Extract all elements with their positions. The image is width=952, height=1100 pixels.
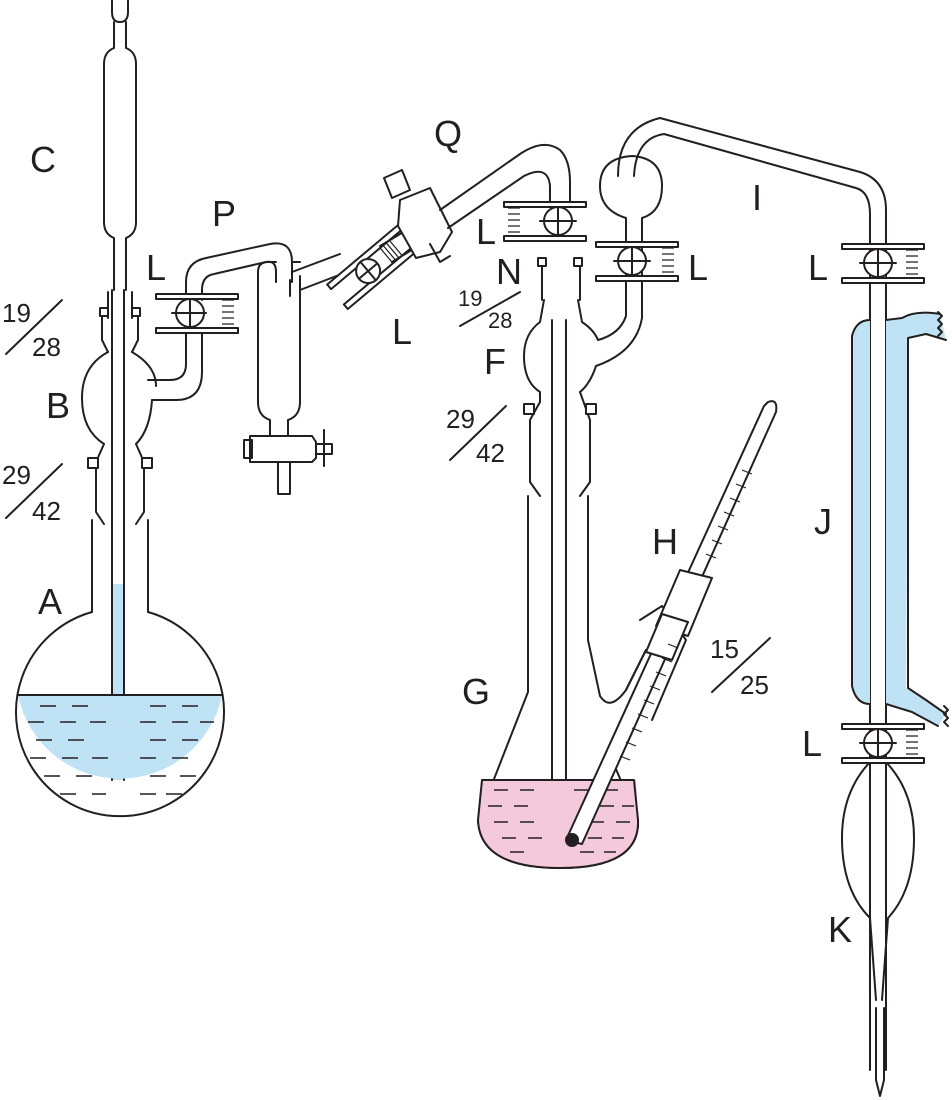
svg-text:28: 28 — [488, 308, 512, 333]
svg-text:15: 15 — [710, 634, 739, 664]
flask-a-assembly — [15, 0, 225, 818]
label-j: J — [814, 501, 832, 542]
condenser-jacket — [852, 320, 870, 704]
label-g: G — [462, 671, 490, 712]
clamp-l-3 — [595, 241, 679, 282]
svg-text:29: 29 — [446, 404, 475, 434]
adapter-q — [379, 143, 571, 263]
label-l-4: L — [688, 247, 708, 288]
label-l-3: L — [392, 311, 412, 352]
svg-text:25: 25 — [740, 670, 769, 700]
label-b: B — [46, 385, 70, 426]
flask-g-liquid — [478, 780, 639, 868]
label-h: H — [652, 521, 678, 562]
flask-g-assembly — [477, 257, 687, 869]
joint-label-1: 19 28 — [2, 298, 63, 362]
label-a: A — [38, 581, 62, 622]
svg-text:19: 19 — [458, 286, 482, 311]
svg-text:29: 29 — [2, 460, 31, 490]
label-p: P — [212, 193, 236, 234]
svg-text:42: 42 — [32, 496, 61, 526]
svg-text:42: 42 — [476, 438, 505, 468]
label-l-1: L — [146, 247, 166, 288]
clamp-l-2 — [503, 201, 587, 242]
label-c: C — [30, 139, 56, 180]
joint-label-3: 19 28 — [458, 286, 521, 333]
label-l-6: L — [802, 723, 822, 764]
clamp-l-1 — [155, 293, 239, 334]
label-k: K — [828, 909, 852, 950]
label-l-5: L — [808, 247, 828, 288]
separator-p — [185, 242, 353, 495]
joint-label-5: 15 25 — [710, 634, 771, 700]
clamp-l-diagonal — [326, 224, 420, 311]
thermometer-scale — [619, 469, 753, 761]
svg-text:28: 28 — [32, 332, 61, 362]
condenser-jacket-right — [886, 312, 946, 726]
label-f: F — [484, 341, 506, 382]
svg-text:19: 19 — [2, 298, 31, 328]
thermometer-bulb — [565, 833, 579, 847]
joint-label-4: 29 42 — [446, 404, 507, 468]
flask-g-liquid-dashes — [488, 789, 634, 853]
thermometer-h — [565, 400, 778, 847]
label-q: Q — [434, 113, 462, 154]
tube-liquid — [113, 584, 123, 780]
condenser-assembly — [599, 117, 949, 1097]
joint-label-2: 29 42 — [2, 460, 63, 526]
flask-a-liquid — [18, 695, 222, 779]
flask-a-liquid-dashes — [28, 705, 214, 795]
clamp-l-4 — [841, 243, 925, 284]
label-i: I — [752, 177, 762, 218]
clamp-l-5 — [841, 723, 925, 764]
label-l-2: L — [476, 211, 496, 252]
label-n: N — [496, 251, 522, 292]
